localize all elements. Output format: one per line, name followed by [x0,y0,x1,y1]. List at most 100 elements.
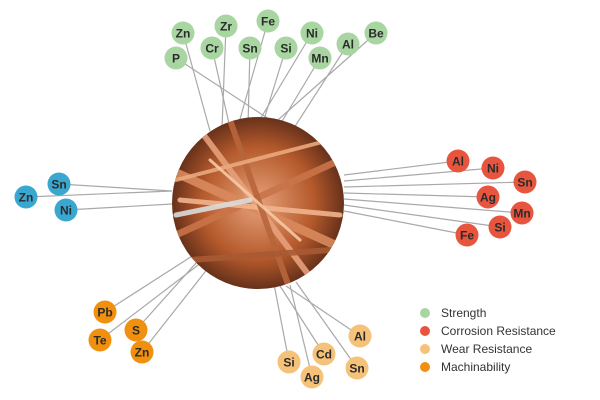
element-badge [348,324,372,348]
element-node-strength-si: Si [274,36,298,60]
element-symbol: Sn [517,175,532,189]
legend-item-wear: Wear Resistance [420,340,598,358]
element-node-machinability-te: Te [88,328,112,352]
element-badge [364,21,388,45]
legend-label: Corrosion Resistance [441,324,556,338]
element-symbol: Zr [220,19,232,33]
connector-line [343,210,468,236]
element-symbol: Fe [460,228,474,242]
element-symbol: S [132,323,140,337]
connector-line [343,198,523,214]
element-symbol: Zn [19,190,34,204]
connector-line [343,167,494,182]
element-badge [308,46,332,70]
element-symbol: Sn [242,41,257,55]
element-node-strength-cr: Cr [200,36,224,60]
connector-line [141,257,217,353]
element-symbol: Ni [306,26,318,40]
element-node-strength-al: Al [336,32,360,56]
element-badge [124,318,148,342]
wire-strand [174,138,332,182]
element-badge [345,356,369,380]
element-node-left-blue-zn: Zn [14,185,38,209]
connector-line [65,203,173,211]
element-symbol: Be [368,26,384,40]
element-node-left-blue-ni: Ni [54,198,78,222]
element-badge [130,340,154,364]
element-symbol: Mn [513,206,530,220]
element-node-corrosion-al: Al [446,149,470,173]
element-node-strength-ni: Ni [300,21,324,45]
element-node-machinability-pb: Pb [93,300,117,324]
element-node-machinability-zn: Zn [130,340,154,364]
element-node-corrosion-sn: Sn [513,170,537,194]
element-badge [455,223,479,247]
element-symbol: Si [283,355,294,369]
element-symbol: Sn [51,177,66,191]
element-badge [93,300,117,324]
element-badge [510,201,534,225]
element-symbol: Sn [349,361,364,375]
legend-swatch [420,362,430,372]
element-symbol: Te [93,333,106,347]
legend-label: Machinability [441,360,511,374]
wire-strand [208,158,302,242]
connector-line [295,281,358,369]
element-symbol: Ni [60,203,72,217]
element-badge [300,21,324,45]
element-badge [164,46,188,70]
element-node-corrosion-mn: Mn [510,201,534,225]
element-badge [171,21,195,45]
element-symbol: Ni [487,161,499,175]
connector-lines [25,20,526,378]
element-symbol: Cr [205,41,219,55]
element-node-left-blue-sn: Sn [47,172,71,196]
element-badge [274,36,298,60]
connector-line [255,32,313,127]
element-badge [300,365,324,389]
element-badge [336,32,360,56]
element-badge [446,149,470,173]
copper-wire-photo [172,117,344,289]
connector-line [273,283,290,363]
connector-line [261,47,287,127]
connector-line [221,25,227,129]
connector-line [58,183,173,192]
element-symbol: Al [452,154,464,168]
connector-line [211,47,231,129]
element-badge [47,172,71,196]
element-node-machinability-s: S [124,318,148,342]
element-symbol: P [172,51,180,65]
connector-line [135,252,206,331]
element-symbol: Pb [97,305,112,319]
connector-line [277,57,321,129]
connector-line [343,204,501,228]
element-badge [88,328,112,352]
element-symbol: Al [342,37,354,51]
legend-item-strength: Strength [420,304,598,322]
element-symbol: Cd [316,347,332,361]
connector-line [289,284,313,378]
element-node-wear-sn: Sn [345,356,369,380]
element-symbol: Al [354,329,366,343]
element-badge [513,170,537,194]
element-badge [312,342,336,366]
connector-line [182,32,211,132]
element-symbol: Zn [135,345,150,359]
element-symbol: Ag [480,190,496,204]
connector-line [343,192,489,198]
element-badge [256,9,280,33]
element-badge [214,14,238,38]
element-node-wear-al: Al [348,324,372,348]
element-symbol: Si [494,220,505,234]
element-node-strength-p: P [164,46,188,70]
element-node-strength-mn: Mn [308,46,332,70]
connector-line [104,250,201,313]
element-node-corrosion-ni: Ni [481,156,505,180]
legend-swatch [420,308,430,318]
element-node-strength-fe: Fe [256,9,280,33]
element-symbol: Ag [304,370,320,384]
element-symbol: Mn [311,51,328,65]
